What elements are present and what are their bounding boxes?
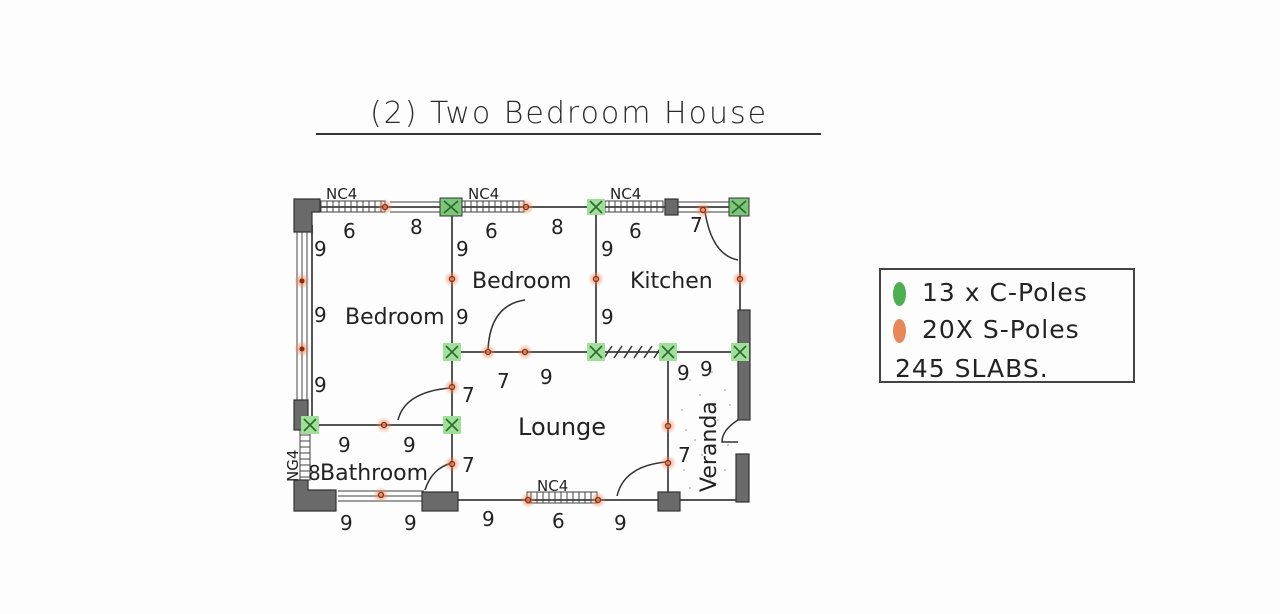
window-label: NC4 [610,185,641,203]
room-label-lounge: Lounge [518,413,606,441]
c-pole-marker [587,199,605,215]
s-pole-marker [588,271,604,287]
s-pole-marker [732,271,748,287]
s-pole-marker [660,455,676,471]
legend-slabs: 245 SLABS. [895,354,1049,383]
dimension: 9 [601,237,614,261]
legend-box: 13 x C-Poles 20X S-Poles 245 SLABS. [879,268,1135,383]
room-labels: Bedroom Bedroom Kitchen Lounge Bathroom … [320,269,722,492]
s-pole-marker [444,456,460,472]
left-window [296,232,308,402]
dimension: 9 [314,373,327,397]
dimension: 9 [456,305,469,329]
c-pole-marker [443,416,461,434]
window-label: NC4 [326,185,357,203]
dimension: 6 [485,219,498,243]
c-pole-marker [587,343,605,361]
door-swings [397,211,739,497]
s-pole-marker [376,417,392,433]
dimension: 9 [340,511,353,535]
dimension: 9 [404,511,417,535]
s-pole-marker [518,199,534,215]
s-pole-marker [695,202,711,218]
dimension: 8 [551,215,564,239]
window-label: NC4 [537,477,568,495]
dimension: 9 [700,357,713,381]
dimension: 6 [629,219,642,243]
c-pole-marker [728,197,750,217]
dimension: 6 [343,219,356,243]
room-label-kitchen: Kitchen [630,269,713,294]
legend-s-poles-label: 20X S-Poles [922,315,1080,344]
dimension: 7 [462,383,475,407]
dimension: 8 [410,215,423,239]
s-pole-marker [517,344,533,360]
dimension: 9 [540,365,553,389]
title-underline [316,133,821,135]
legend-s-poles: 20X S-Poles [893,315,1080,344]
s-pole-marker [444,379,460,395]
orange-dot-icon [893,319,906,343]
window-label: NG4 [284,450,302,482]
c-pole-marker [301,416,319,434]
diagram-title: (2) Two Bedroom House [369,96,769,131]
window-label: NC4 [468,185,499,203]
s-pole-marker [294,273,310,289]
c-poles [301,197,750,434]
s-pole-marker [480,344,496,360]
c-pole-marker [443,343,461,361]
dimension: 9 [482,507,495,531]
veranda-texture [681,371,731,489]
s-pole-marker [294,341,310,357]
legend-c-poles-label: 13 x C-Poles [922,278,1088,307]
room-label-bedroom-1: Bedroom [345,305,445,330]
dimension: 7 [497,369,510,393]
dimension: 9 [338,433,351,457]
dimension: 9 [403,433,416,457]
s-pole-marker [590,492,606,508]
dimension: 9 [601,305,614,329]
room-label-bathroom: Bathroom [320,461,428,486]
s-pole-marker [377,199,393,215]
room-label-veranda: Veranda [697,401,722,492]
s-pole-marker [444,271,460,287]
dimension: 7 [462,453,475,477]
legend-c-poles: 13 x C-Poles [893,278,1088,307]
dimension: 9 [314,237,327,261]
green-dot-icon [893,282,906,306]
dimension: 9 [314,303,327,327]
s-pole-marker [373,487,389,503]
dimension: 9 [677,361,690,385]
dimension: 8 [308,461,321,485]
dimension-labels: 6 8 9 9 9 6 8 9 9 6 7 9 9 7 9 7 7 7 9 6 … [308,213,713,535]
s-pole-marker [520,492,536,508]
c-pole-marker [731,343,749,361]
dimension: 6 [552,509,565,533]
dimension: 7 [690,213,703,237]
c-pole-marker [659,343,677,361]
columns [293,198,751,512]
room-label-bedroom-2: Bedroom [472,269,572,294]
dimension: 9 [614,511,627,535]
window-labels: NC4 NC4 NC4 NC4 NG4 [284,185,641,495]
s-poles [294,199,748,508]
s-pole-marker [660,418,676,434]
dimension: 9 [456,237,469,261]
c-pole-marker [439,197,463,217]
dimension: 7 [678,443,691,467]
